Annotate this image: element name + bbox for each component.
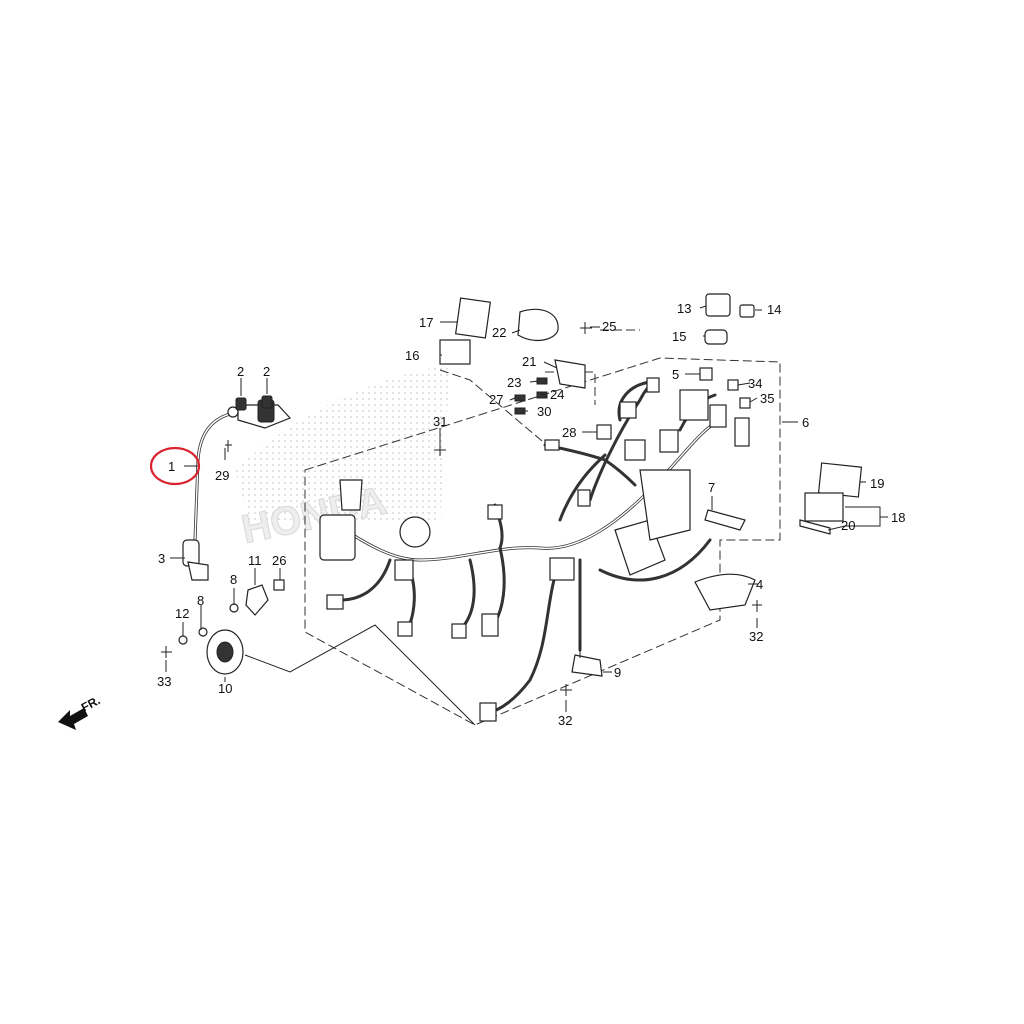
callout-11: 11 [248,553,262,568]
callout-7: 7 [708,480,715,495]
callout-22: 22 [492,325,506,340]
callout-17: 17 [419,315,433,330]
callout-6: 6 [802,415,809,430]
callout-32a: 32 [558,713,572,728]
callout-3: 3 [158,551,165,566]
callout-4: 4 [756,577,763,592]
callout-10: 10 [218,681,232,696]
callout-25: 25 [602,319,616,334]
small-parts [161,293,863,696]
callout-32b: 32 [749,629,763,644]
callout-24: 24 [550,387,564,402]
callout-13: 13 [677,301,691,316]
front-direction-arrow: FR. [58,693,102,730]
callout-31: 31 [433,414,447,429]
callout-27: 27 [489,392,503,407]
callout-34: 34 [748,376,762,391]
harness-connectors [319,377,750,722]
callout-16: 16 [405,348,419,363]
callout-21: 21 [522,354,536,369]
callout-9: 9 [614,665,621,680]
callout-1: 1 [168,459,175,474]
callout-8a: 8 [230,572,237,587]
callout-12: 12 [175,606,189,621]
callout-8b: 8 [197,593,204,608]
callout-33: 33 [157,674,171,689]
callout-29: 29 [215,468,229,483]
callout-5: 5 [672,367,679,382]
callout-26: 26 [272,553,286,568]
callout-20: 20 [841,518,855,533]
callout-14: 14 [767,302,781,317]
callout-labels: 1 2 2 3 4 5 6 7 8 8 9 10 11 12 13 14 15 … [157,301,905,728]
callout-23: 23 [507,375,521,390]
callout-28: 28 [562,425,576,440]
callout-18: 18 [891,510,905,525]
callout-35: 35 [760,391,774,406]
callout-2b: 2 [263,364,270,379]
highlight-circle [149,446,201,486]
callout-15: 15 [672,329,686,344]
leader-lines [165,305,888,726]
callout-30: 30 [537,404,551,419]
callout-2a: 2 [237,364,244,379]
callout-19: 19 [870,476,884,491]
